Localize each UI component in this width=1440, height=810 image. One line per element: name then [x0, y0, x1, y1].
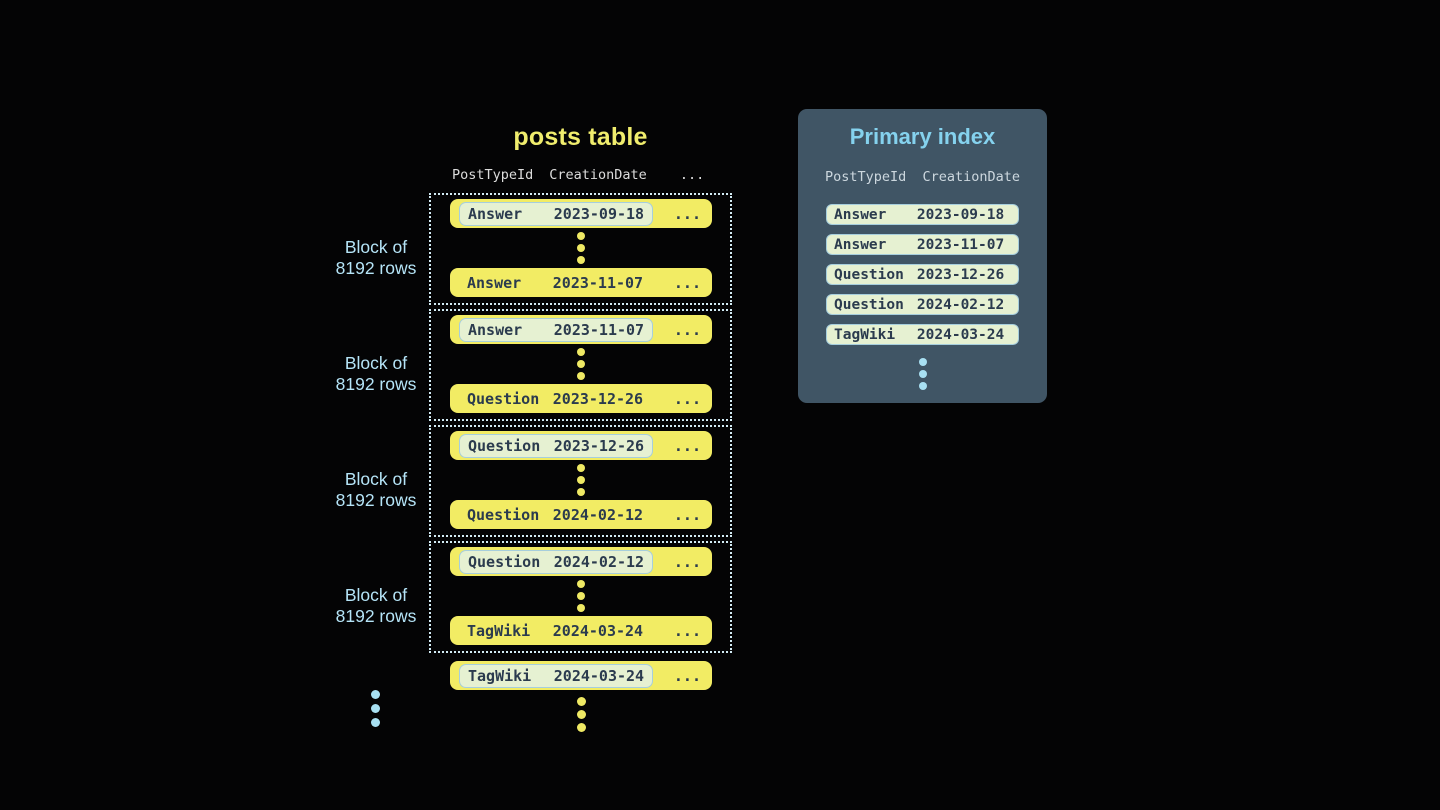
- primary-index-column-headers: PostTypeId CreationDate: [798, 169, 1047, 185]
- more-index-entries-ellipsis: [798, 356, 1047, 392]
- creation-date-cell: 2023-11-07: [552, 273, 644, 292]
- column-header-creationdate: CreationDate: [549, 167, 647, 183]
- table-row: Question 2023-12-26 ...: [450, 431, 712, 460]
- row-more-cell: ...: [673, 621, 701, 640]
- index-entry-chip: Question 2023-12-26: [459, 433, 654, 458]
- table-row: Answer 2023-11-07 ...: [450, 268, 712, 297]
- index-entry-chip: Question 2024-02-12: [459, 549, 654, 574]
- index-entry-chip: TagWiki 2024-03-24: [826, 324, 1019, 345]
- table-row: Answer 2023-09-18 ...: [450, 199, 712, 228]
- creation-date-cell: 2024-02-12: [553, 552, 645, 571]
- creation-date-cell: 2024-03-24: [552, 621, 644, 640]
- block-size-label: Block of 8192 rows: [335, 237, 417, 278]
- creation-date-cell: 2024-02-12: [552, 505, 644, 524]
- column-header-posttypeid: PostTypeId: [824, 169, 907, 185]
- post-type-cell: Question: [468, 552, 541, 571]
- column-header-posttypeid: PostTypeId: [452, 167, 534, 183]
- table-row-overflow: TagWiki 2024-03-24 ...: [450, 661, 712, 690]
- creation-date-cell: 2024-03-24: [916, 326, 1005, 343]
- row-block-3: Question 2023-12-26 ... Question 2024-02-1…: [429, 425, 732, 537]
- creation-date-cell: 2024-03-24: [553, 666, 645, 685]
- post-type-cell: Question: [467, 389, 540, 408]
- more-blocks-ellipsis: [371, 687, 380, 729]
- table-row: Question 2024-02-12 ...: [450, 500, 712, 529]
- column-header-creationdate: CreationDate: [922, 169, 1021, 185]
- index-entry-chip: Answer 2023-11-07: [459, 317, 654, 342]
- posts-table-title: posts table: [513, 123, 648, 151]
- index-entry-chip: Answer 2023-11-07: [826, 234, 1019, 255]
- post-type-cell: TagWiki: [834, 326, 896, 343]
- hidden-rows-ellipsis: [577, 579, 585, 614]
- row-more-cell: ...: [673, 436, 701, 455]
- table-row: Answer 2023-11-07 ...: [450, 315, 712, 344]
- block-size-label: Block of 8192 rows: [335, 353, 417, 394]
- creation-date-cell: 2023-11-07: [916, 236, 1005, 253]
- primary-index-panel: Primary index PostTypeId CreationDate Ans…: [798, 109, 1047, 403]
- posts-table-blocks: Answer 2023-09-18 ... Answer 2023-11-07 ..…: [429, 193, 732, 657]
- row-more-cell: ...: [673, 505, 701, 524]
- creation-date-cell: 2024-02-12: [916, 296, 1005, 313]
- row-more-cell: ...: [673, 273, 701, 292]
- table-row: TagWiki 2024-03-24 ...: [450, 616, 712, 645]
- index-entry-chip: TagWiki 2024-03-24: [459, 663, 654, 688]
- creation-date-cell: 2023-12-26: [552, 389, 644, 408]
- post-type-cell: TagWiki: [468, 666, 532, 685]
- post-type-cell: Answer: [834, 206, 887, 223]
- row-more-cell: ...: [673, 389, 701, 408]
- post-type-cell: Question: [834, 266, 904, 283]
- block-size-label: Block of 8192 rows: [335, 469, 417, 510]
- creation-date-cell: 2023-12-26: [916, 266, 1005, 283]
- post-type-cell: Question: [468, 436, 541, 455]
- hidden-rows-ellipsis: [577, 347, 585, 382]
- post-type-cell: Answer: [467, 273, 522, 292]
- creation-date-cell: 2023-09-18: [553, 204, 645, 223]
- hidden-rows-ellipsis: [577, 231, 585, 266]
- primary-index-title: Primary index: [849, 124, 996, 149]
- primary-index-rows: Answer 2023-09-18 Answer 2023-11-07 Questi…: [826, 204, 1019, 354]
- table-row: Question 2024-02-12 ...: [450, 547, 712, 576]
- post-type-cell: TagWiki: [467, 621, 531, 640]
- post-type-cell: Answer: [468, 204, 523, 223]
- post-type-cell: Question: [834, 296, 904, 313]
- index-entry-chip: Answer 2023-09-18: [826, 204, 1019, 225]
- block-size-label: Block of 8192 rows: [335, 585, 417, 626]
- table-row: Question 2023-12-26 ...: [450, 384, 712, 413]
- creation-date-cell: 2023-12-26: [553, 436, 645, 455]
- index-entry-chip: Question 2024-02-12: [826, 294, 1019, 315]
- row-more-cell: ...: [673, 320, 701, 339]
- column-header-more: ...: [679, 167, 705, 183]
- row-block-1: Answer 2023-09-18 ... Answer 2023-11-07 ..…: [429, 193, 732, 305]
- posts-table-column-headers: PostTypeId CreationDate...: [450, 167, 730, 184]
- post-type-cell: Answer: [834, 236, 887, 253]
- creation-date-cell: 2023-11-07: [553, 320, 645, 339]
- row-more-cell: ...: [673, 204, 701, 223]
- more-rows-ellipsis: [577, 695, 586, 734]
- creation-date-cell: 2023-09-18: [916, 206, 1005, 223]
- row-more-cell: ...: [673, 666, 701, 685]
- row-block-2: Answer 2023-11-07 ... Question 2023-12-26 …: [429, 309, 732, 421]
- post-type-cell: Answer: [468, 320, 523, 339]
- row-more-cell: ...: [673, 552, 701, 571]
- hidden-rows-ellipsis: [577, 463, 585, 498]
- index-entry-chip: Answer 2023-09-18: [459, 201, 654, 226]
- index-entry-chip: Question 2023-12-26: [826, 264, 1019, 285]
- post-type-cell: Question: [467, 505, 540, 524]
- row-block-4: Question 2024-02-12 ... TagWiki 2024-03-24…: [429, 541, 732, 653]
